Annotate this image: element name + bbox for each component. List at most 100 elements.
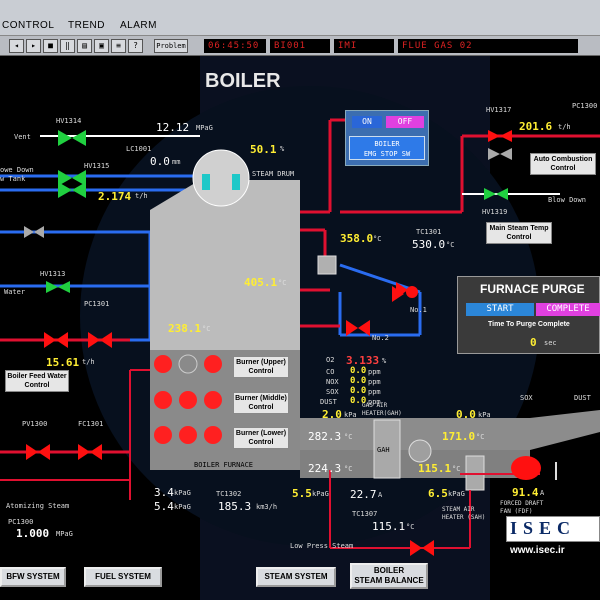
fuel-pressure-b-value: 5.4 (154, 500, 174, 513)
off-button[interactable]: OFF (386, 116, 424, 128)
toolbar-pause-button[interactable]: ‖ (60, 39, 75, 53)
steam-balance-button[interactable]: BOILER STEAM BALANCE (350, 563, 428, 589)
hv1315-tag: HV1315 (84, 162, 110, 170)
valve-no1-icon[interactable] (392, 282, 418, 302)
main-steam-temp-control-button[interactable]: Main Steam Temp Control (486, 222, 552, 244)
valve-hv1319-icon[interactable] (484, 188, 508, 200)
valve-no2-icon[interactable] (346, 320, 370, 336)
main-steam-flow-unit: t/h (558, 123, 571, 131)
tc1302-tag: TC1302 (216, 490, 242, 498)
hv1317-tag: HV1317 (486, 106, 512, 114)
burner-dot[interactable] (154, 426, 172, 444)
water-label: Water (4, 288, 26, 296)
purge-time-label: Time To Purge Complete (488, 321, 570, 328)
feed-flow-value: 15.61 (46, 356, 80, 369)
valve-low-steam-icon[interactable] (410, 540, 434, 556)
air-pressure-55-unit: kPaG (312, 490, 329, 498)
burner-dot[interactable] (179, 426, 197, 444)
toolbar-stop-button[interactable]: ■ (43, 39, 58, 53)
valve-hv1317-icon[interactable] (488, 130, 512, 142)
purge-start-button[interactable]: START (466, 303, 534, 316)
menu-trend[interactable]: TREND (68, 20, 105, 31)
flue-temp-115-value: 115.1 (418, 462, 452, 475)
pc1300-left-tag: PC1300 (8, 518, 34, 526)
air-pressure-55-value: 5.5 (292, 487, 312, 500)
co-unit: ppm (368, 368, 381, 376)
atomizing-label: Atomizing Steam (6, 502, 70, 510)
tc1301-tag: TC1301 (416, 228, 442, 236)
drum-pressure-value: 12.12 (156, 121, 190, 134)
valve-hv1314-icon[interactable] (58, 130, 86, 146)
burner-dot[interactable] (204, 426, 222, 444)
burner-dot[interactable] (178, 354, 198, 374)
valve-fc1301-icon[interactable] (88, 332, 112, 348)
gah-label: GAH (377, 446, 390, 454)
valve-pv1300-icon[interactable] (26, 444, 50, 460)
hv1313-tag: HV1313 (40, 270, 66, 278)
valve-fc1301b-icon[interactable] (78, 444, 102, 460)
steam-air-heater-label: STEAM AIR HEATER (SAH) (442, 506, 486, 521)
burner-dot[interactable] (154, 355, 172, 373)
toolbar-back-button[interactable]: ◂ (9, 39, 24, 53)
burner-dot[interactable] (204, 355, 222, 373)
auto-combustion-control-button[interactable]: Auto Combustion Control (530, 153, 596, 175)
forced-draft-fan-label: FORCED DRAFT FAN (FDF) (500, 500, 544, 515)
burner-dot[interactable] (204, 391, 222, 409)
isec-logo (506, 516, 600, 542)
blowdown-label: Blow Down (548, 196, 586, 204)
furnace-purge-title: FURNACE PURGE (480, 282, 585, 296)
toolbar-list-button[interactable]: ≡ (111, 39, 126, 53)
o2-unit: % (382, 357, 387, 365)
flue-temp-115-unit: °C (452, 465, 461, 473)
valve-feed-icon[interactable] (44, 332, 68, 348)
boiler-furnace-label: BOILER FURNACE (194, 461, 254, 469)
nox-unit: ppm (368, 378, 381, 386)
hv1319-tag: HV1319 (482, 208, 508, 216)
purge-time-unit: sec (544, 339, 557, 347)
toolbar-print-button[interactable]: ▤ (77, 39, 92, 53)
menu-alarm[interactable]: ALARM (120, 20, 157, 31)
valve-no1-label: No.1 (410, 306, 427, 314)
nox-label: NOX (326, 378, 339, 386)
bfw-system-button[interactable]: BFW SYSTEM (0, 567, 66, 587)
toolbar-save-button[interactable]: ▣ (94, 39, 109, 53)
drum-level-unit: mm (172, 158, 181, 166)
o2-label: O2 (326, 356, 335, 364)
burner-upper-control-button[interactable]: Burner (Upper) Control (233, 356, 289, 378)
purge-complete-button[interactable]: COMPLETE (536, 303, 600, 316)
emg-stop-button[interactable]: BOILER EMG STOP SW (349, 136, 425, 160)
on-button[interactable]: ON (352, 116, 382, 128)
lc1001-tag: LC1001 (126, 145, 152, 153)
feed-water-control-button[interactable]: Boiler Feed Water Control (5, 370, 69, 392)
dust-value: 0.0 (350, 396, 367, 406)
valve-hv1315b-icon[interactable] (58, 182, 86, 198)
toolbar-help-button[interactable]: ? (128, 39, 143, 53)
burner-lower-control-button[interactable]: Burner (Lower) Control (233, 427, 289, 449)
dust-tag: DUST (574, 394, 591, 402)
fuel-flow-unit: km3/h (256, 503, 278, 511)
hv1314-tag: HV1314 (56, 117, 82, 125)
menu-control[interactable]: CONTROL (2, 20, 55, 31)
burner-dot[interactable] (179, 391, 197, 409)
air-temp-value: 115.1 (372, 520, 406, 533)
steam-system-button[interactable]: STEAM SYSTEM (256, 567, 336, 587)
feed-flow-unit: t/h (82, 358, 95, 366)
valve-hv1315-icon[interactable] (58, 170, 86, 186)
fuel-pressure-a-value: 3.4 (154, 486, 174, 499)
burner-dot[interactable] (154, 391, 172, 409)
problem-button[interactable]: Problem (154, 39, 188, 53)
fuel-system-button[interactable]: FUEL SYSTEM (84, 567, 162, 587)
fc1301-tag: FC1301 (78, 420, 104, 428)
fdf-fan-icon[interactable] (511, 456, 557, 480)
steam-temp-358-unit: °C (373, 235, 382, 243)
toolbar-play-button[interactable]: ▸ (26, 39, 41, 53)
nox-value: 0.0 (350, 376, 367, 386)
drum-percent-value: 50.1 (250, 143, 277, 156)
valve-combustion-icon[interactable] (488, 148, 512, 160)
valve-hv1313-icon[interactable] (46, 281, 70, 293)
burner-middle-control-button[interactable]: Burner (Middle) Control (233, 392, 289, 414)
flue-temp-171-unit: °C (476, 433, 485, 441)
air-pressure-65-unit: kPaG (448, 490, 465, 498)
valve-water-icon[interactable] (24, 226, 44, 238)
sox-tag: SOX (520, 394, 533, 402)
